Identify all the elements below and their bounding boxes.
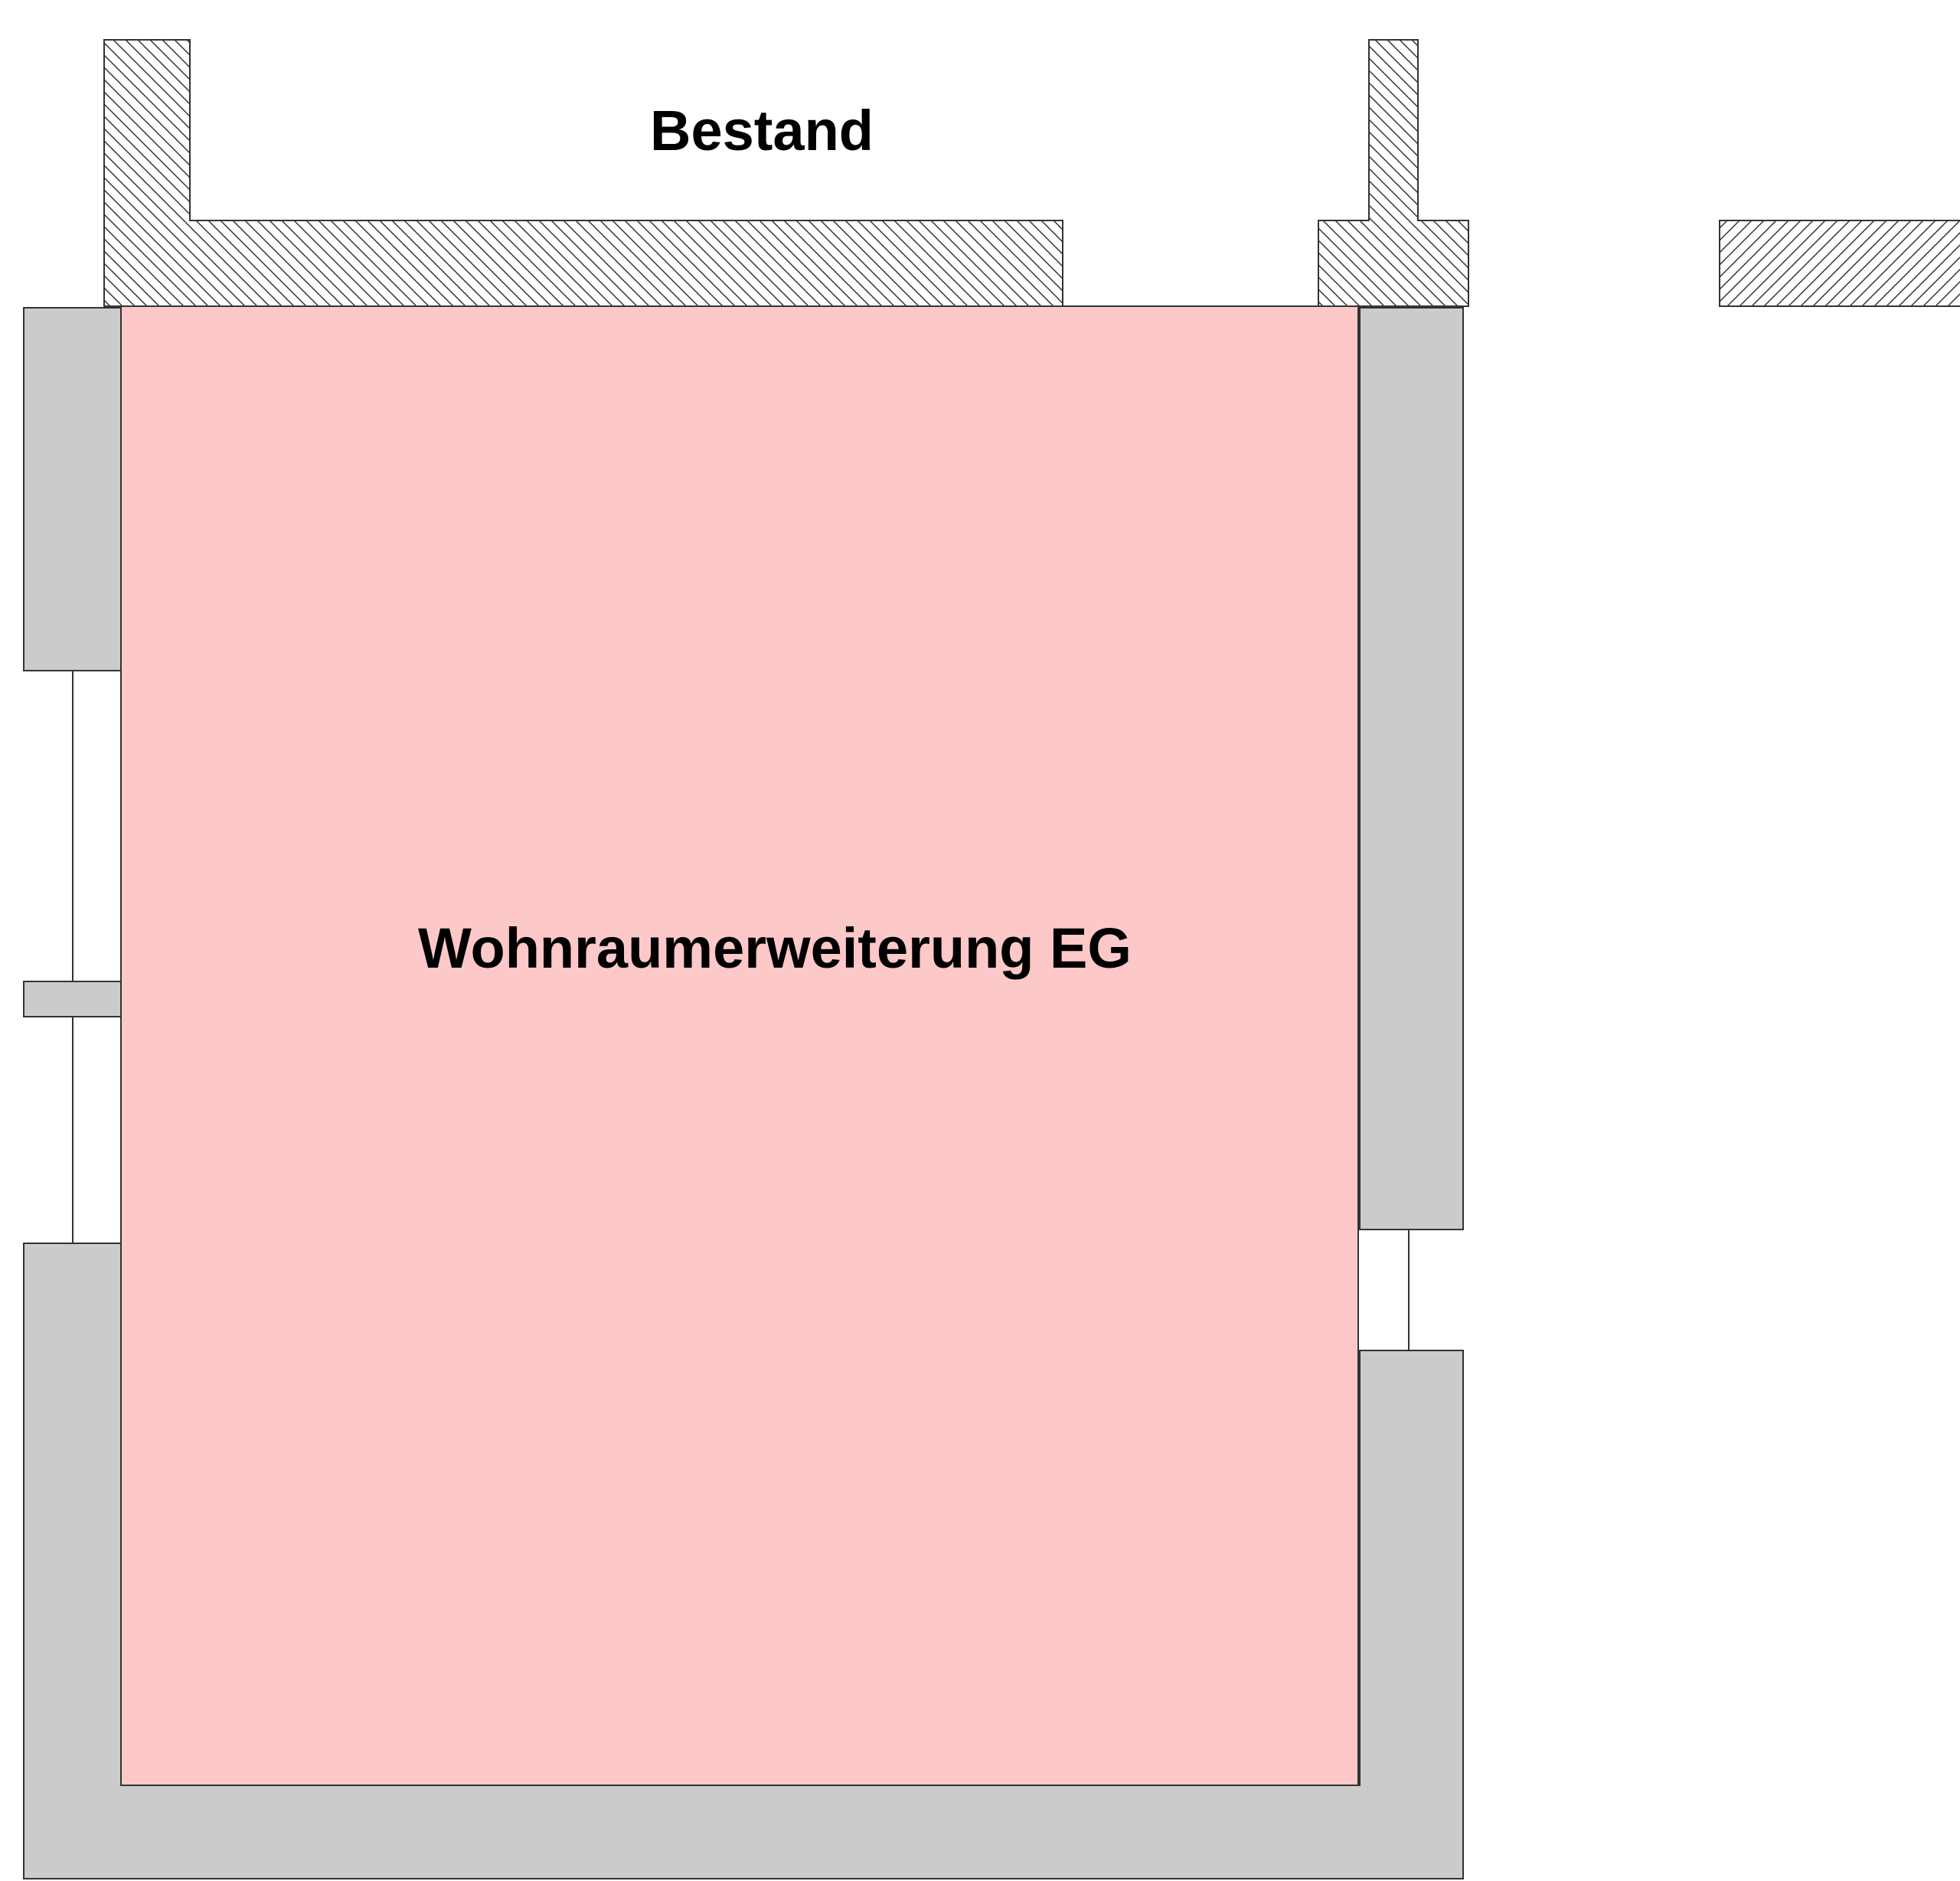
new-wall-left-upper [23, 307, 122, 671]
room-label: Wohnraumerweiterung EG [418, 916, 1132, 980]
existing-wall-left [103, 39, 1063, 307]
existing-building-label: Bestand [650, 99, 874, 162]
new-wall-left-lower-and-bottom [23, 1243, 1464, 1879]
existing-wall-middle [1318, 39, 1469, 307]
existing-wall-right [1719, 220, 1960, 307]
new-wall-right-upper [1359, 307, 1464, 1230]
room-area [120, 305, 1359, 1786]
new-wall-left-mullion [23, 981, 122, 1017]
